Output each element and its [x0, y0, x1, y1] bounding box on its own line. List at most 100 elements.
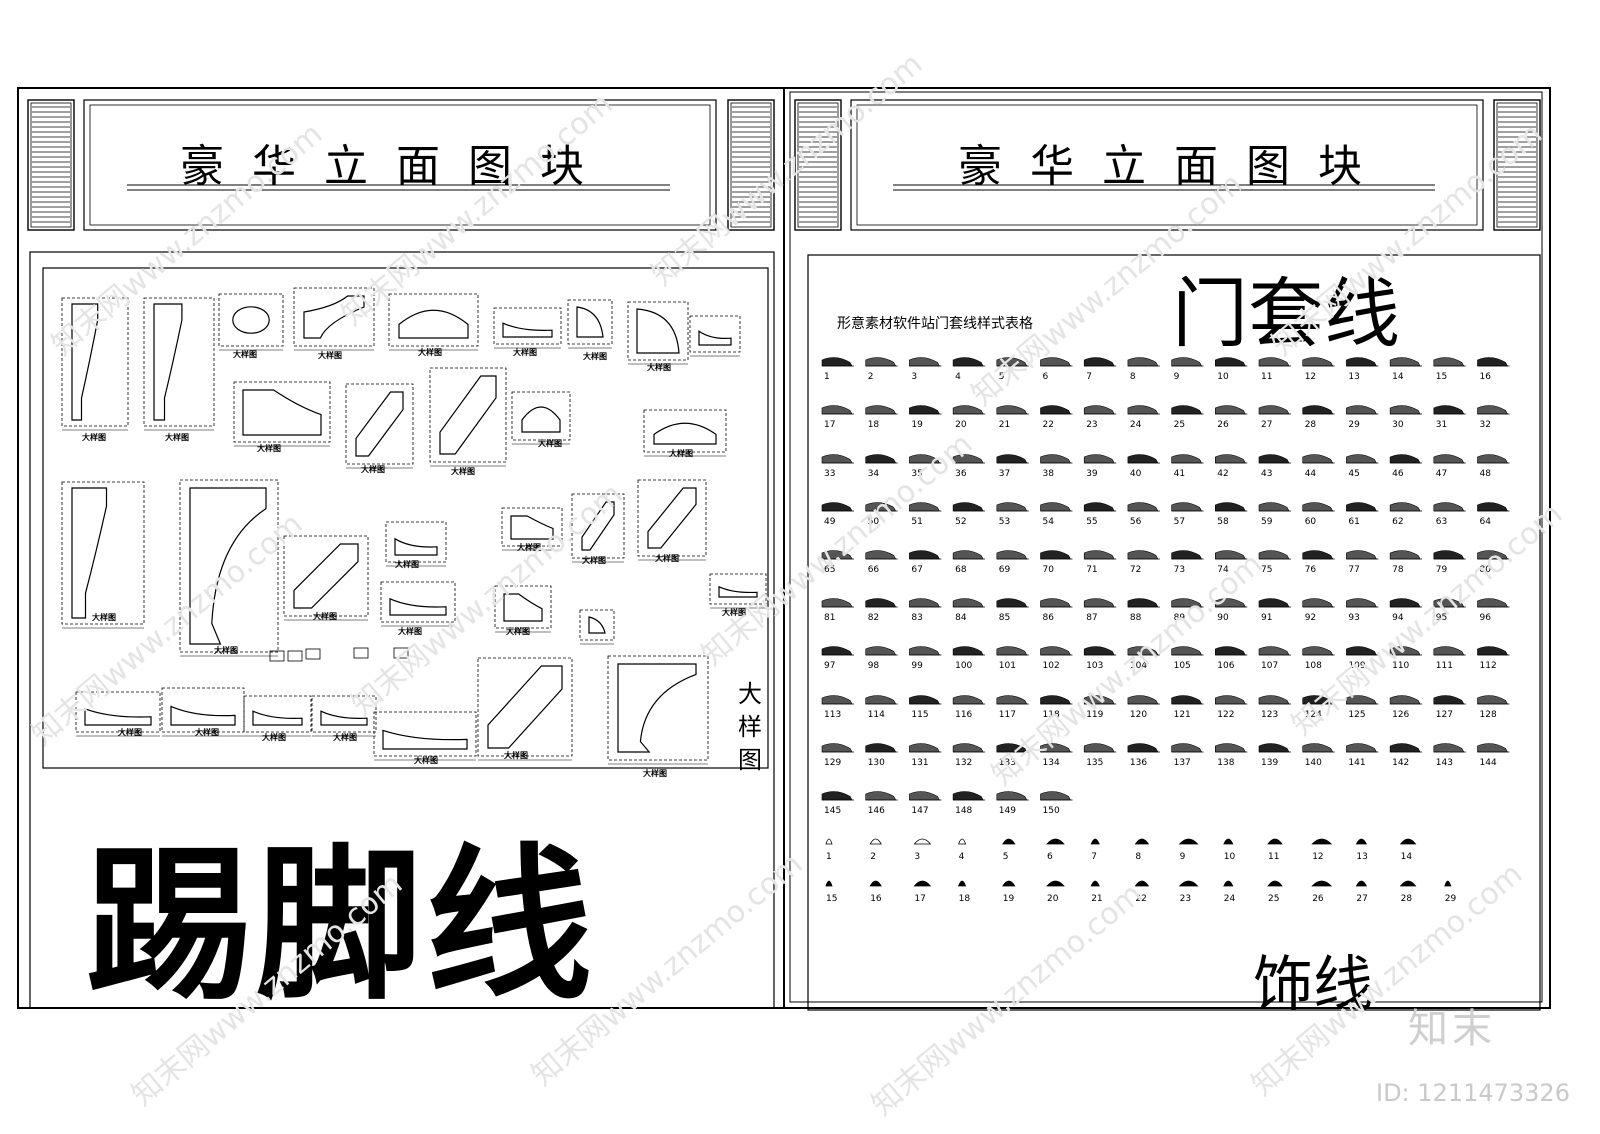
door-casing-number: 40	[1129, 469, 1142, 479]
trim-profile	[1002, 838, 1016, 845]
door-casing-number: 109	[1348, 661, 1366, 671]
detail-frame	[493, 307, 562, 345]
door-casing-profile	[1215, 502, 1246, 512]
door-casing-profile	[1302, 357, 1334, 367]
door-casing-number: 42	[1217, 469, 1229, 479]
door-casing-profile	[1083, 743, 1115, 753]
detail-frame	[567, 299, 613, 345]
detail-label: 大样图	[118, 728, 142, 737]
door-casing-number: 148	[955, 806, 973, 816]
door-casing-profile	[1127, 550, 1159, 560]
door-casing-profile	[952, 646, 984, 656]
trim-profile	[913, 880, 932, 887]
door-casing-number: 71	[1086, 565, 1098, 575]
door-casing-profile	[952, 550, 984, 560]
door-casing-number: 18	[867, 420, 880, 430]
trim-profile	[958, 838, 967, 845]
right-content-box	[807, 254, 1541, 1011]
door-casing-profile	[865, 598, 897, 608]
profile-shape	[398, 309, 469, 339]
door-casing-profile	[1171, 695, 1203, 705]
door-casing-profile	[1171, 598, 1203, 608]
trim-number: 1	[826, 852, 832, 862]
door-casing-profile	[1127, 357, 1159, 367]
trim-number: 21	[1091, 894, 1103, 904]
door-casing-number: 19	[911, 420, 923, 430]
door-casing-number: 49	[824, 517, 836, 527]
door-casing-profile	[1477, 454, 1509, 464]
detail-label: 大样图	[582, 556, 606, 565]
door-casing-number: 101	[998, 661, 1016, 671]
door-casing-number: 139	[1261, 758, 1279, 768]
door-casing-number: 80	[1479, 565, 1491, 575]
detail-label: 大样图	[398, 627, 422, 636]
door-casing-profile	[1215, 550, 1246, 560]
door-casing-profile	[1040, 646, 1072, 656]
door-casing-profile	[865, 646, 897, 656]
door-casing-profile	[1171, 357, 1203, 367]
door-casing-profile	[1302, 502, 1334, 512]
door-casing-number: 68	[955, 565, 967, 575]
door-casing-number: 92	[1304, 613, 1317, 623]
right-inner-frame	[789, 91, 1543, 1003]
door-casing-number: 135	[1086, 758, 1104, 768]
door-casing-number: 4	[955, 372, 961, 382]
detail-label: 大样图	[313, 612, 337, 621]
door-casing-profile	[1346, 454, 1377, 464]
door-casing-number: 28	[1304, 420, 1317, 430]
detail-label: 大样图	[538, 439, 562, 448]
door-casing-profile	[996, 598, 1028, 608]
door-casing-profile	[1040, 695, 1072, 705]
profile-shape	[510, 515, 554, 540]
door-casing-number: 35	[911, 469, 923, 479]
watermark-id: ID: 1211473326	[1376, 1079, 1570, 1107]
trim-number: 22	[1135, 894, 1147, 904]
trim-profile	[1444, 880, 1452, 887]
detail-label: 大样图	[583, 352, 607, 361]
door-casing-profile	[821, 743, 853, 753]
detail-label: 大样图	[506, 627, 530, 636]
door-casing-number: 103	[1086, 661, 1104, 671]
detail-frame	[607, 655, 709, 761]
door-casing-profile	[1389, 598, 1421, 608]
trim-number: 16	[870, 894, 882, 904]
door-casing-profile	[1477, 646, 1509, 656]
detail-box	[42, 267, 769, 769]
detail-frame	[501, 507, 563, 547]
detail-label: 大样图	[195, 728, 219, 737]
door-casing-profile	[1215, 405, 1246, 415]
right-vent-b-inner	[1496, 102, 1538, 228]
door-casing-profile	[821, 646, 853, 656]
door-casing-number: 22	[1042, 420, 1054, 430]
left-big-label: 踢脚线	[86, 830, 596, 1023]
trim-number: 14	[1400, 852, 1413, 862]
door-casing-number: 121	[1173, 710, 1191, 720]
detail-label: 大样图	[395, 560, 419, 569]
door-casing-number: 104	[1129, 661, 1148, 671]
door-casing-number: 142	[1392, 758, 1410, 768]
door-casing-number: 21	[998, 420, 1011, 430]
door-casing-number: 64	[1479, 517, 1491, 527]
door-casing-number: 52	[955, 517, 967, 527]
profile-shape	[647, 487, 697, 549]
door-casing-profile	[996, 454, 1028, 464]
door-casing-number: 125	[1348, 710, 1366, 720]
right-vent-a	[794, 99, 842, 231]
door-casing-number: 58	[1217, 517, 1229, 527]
door-casing-number: 15	[1435, 372, 1448, 382]
door-casing-profile	[1302, 695, 1334, 705]
door-casing-number: 122	[1217, 710, 1235, 720]
door-casing-profile	[909, 598, 940, 608]
door-casing-profile	[865, 550, 897, 560]
door-casing-profile	[1346, 502, 1377, 512]
trim-profile	[1311, 880, 1333, 887]
door-casing-profile	[1477, 405, 1509, 415]
detail-frame	[709, 573, 767, 605]
door-casing-profile	[1433, 550, 1465, 560]
door-casing-number: 97	[824, 661, 836, 671]
door-casing-profile	[1215, 646, 1246, 656]
door-casing-profile	[1433, 405, 1465, 415]
detail-frame	[283, 535, 369, 617]
door-casing-profile	[1083, 357, 1115, 367]
